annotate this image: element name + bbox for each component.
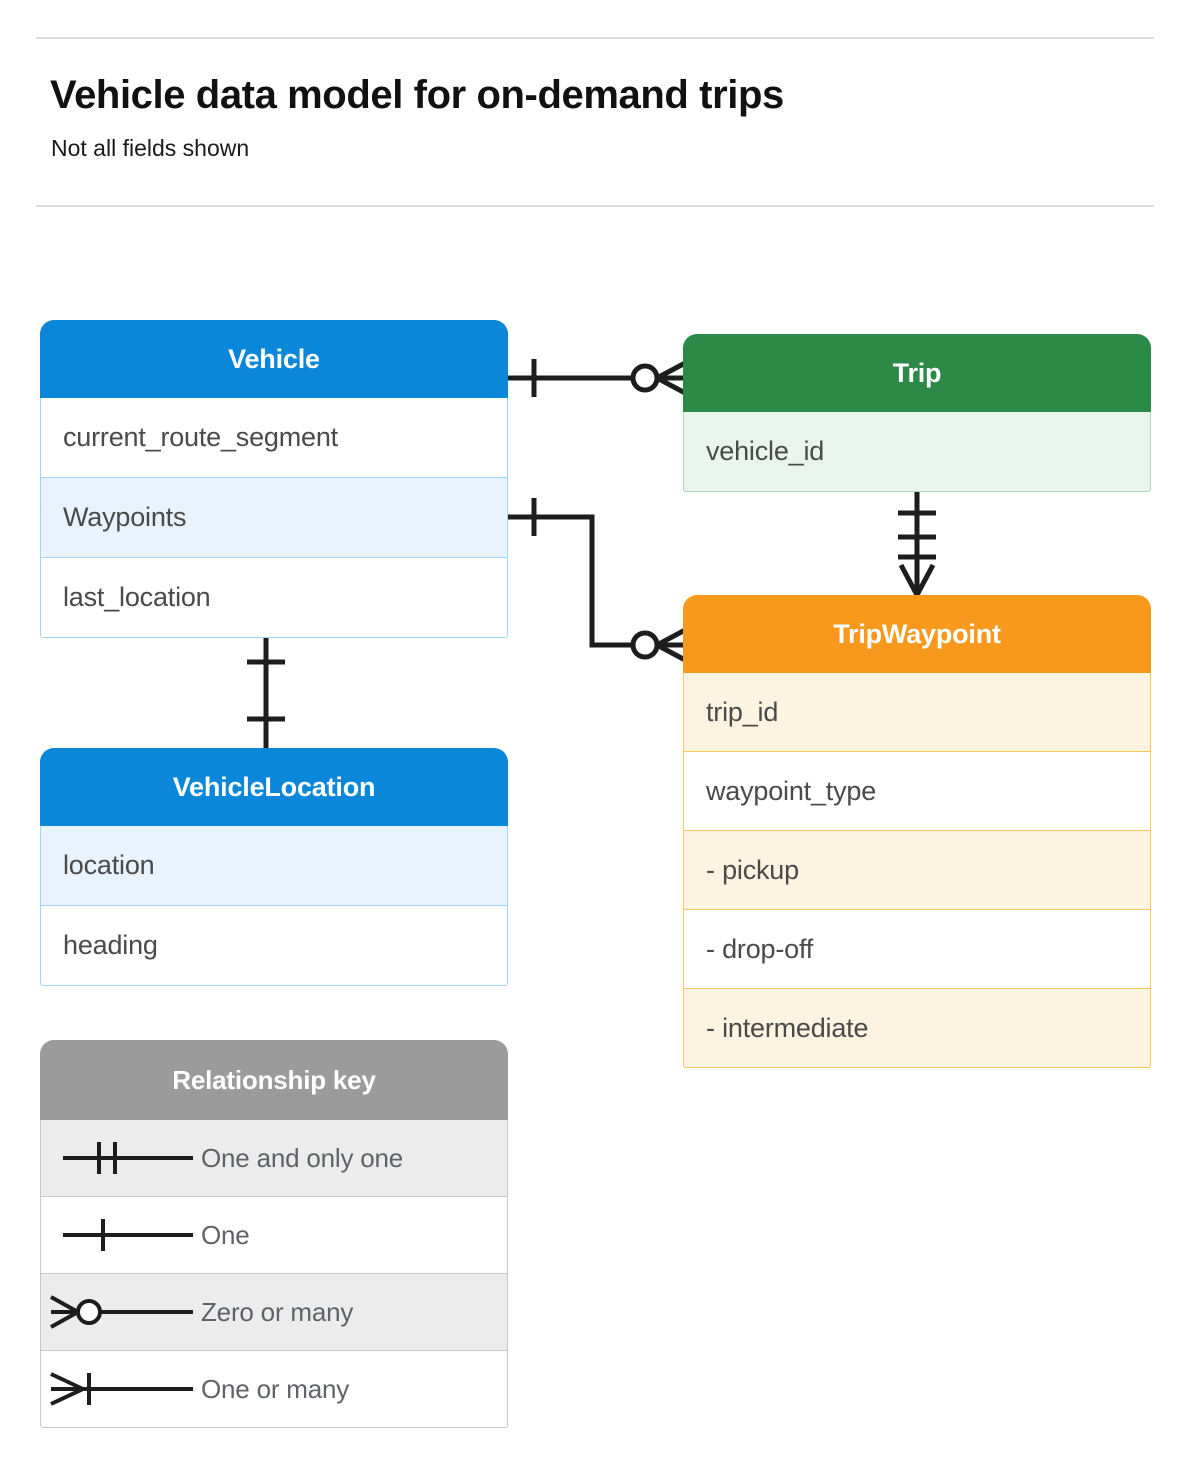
entity-vehiclelocation-field-heading: heading bbox=[40, 906, 508, 986]
one-or-many-icon bbox=[41, 1359, 201, 1419]
legend-row-zero-or-many: Zero or many bbox=[40, 1274, 508, 1351]
legend-row-one-and-only-one: One and only one bbox=[40, 1120, 508, 1197]
header-divider bbox=[36, 205, 1154, 207]
entity-vehicle-field-last-location: last_location bbox=[40, 558, 508, 638]
relationship-key-legend: Relationship key One and only one bbox=[40, 1040, 508, 1428]
entity-tripwaypoint-value-drop-off: - drop-off bbox=[683, 910, 1151, 989]
entity-tripwaypoint-title: TripWaypoint bbox=[683, 595, 1151, 673]
legend-row-one-or-many: One or many bbox=[40, 1351, 508, 1428]
entity-vehicle[interactable]: Vehicle current_route_segment Waypoints … bbox=[40, 320, 508, 638]
entity-vehiclelocation[interactable]: VehicleLocation location heading bbox=[40, 748, 508, 986]
entity-tripwaypoint-field-trip-id: trip_id bbox=[683, 673, 1151, 752]
entity-vehicle-field-waypoints: Waypoints bbox=[40, 478, 508, 558]
one-and-only-one-icon bbox=[41, 1128, 201, 1188]
entity-trip-title: Trip bbox=[683, 334, 1151, 412]
page-title: Vehicle data model for on-demand trips bbox=[50, 73, 784, 117]
legend-row-one: One bbox=[40, 1197, 508, 1274]
legend-label-one-and-only-one: One and only one bbox=[201, 1142, 404, 1173]
page-subtitle: Not all fields shown bbox=[51, 135, 250, 161]
entity-vehicle-title: Vehicle bbox=[40, 320, 508, 398]
entity-trip[interactable]: Trip vehicle_id bbox=[683, 334, 1151, 492]
entity-vehiclelocation-title: VehicleLocation bbox=[40, 748, 508, 826]
entity-vehicle-field-current-route-segment: current_route_segment bbox=[40, 398, 508, 478]
entity-tripwaypoint-value-intermediate: - intermediate bbox=[683, 989, 1151, 1068]
entity-tripwaypoint-value-pickup: - pickup bbox=[683, 831, 1151, 910]
entity-tripwaypoint[interactable]: TripWaypoint trip_id waypoint_type - pic… bbox=[683, 595, 1151, 1068]
legend-label-zero-or-many: Zero or many bbox=[201, 1296, 354, 1327]
one-icon bbox=[41, 1205, 201, 1265]
entity-tripwaypoint-field-waypoint-type: waypoint_type bbox=[683, 752, 1151, 831]
entity-vehiclelocation-field-location: location bbox=[40, 826, 508, 906]
relationship-key-title: Relationship key bbox=[40, 1040, 508, 1120]
zero-or-many-icon bbox=[41, 1282, 201, 1342]
entity-trip-field-vehicle-id: vehicle_id bbox=[683, 412, 1151, 492]
legend-label-one-or-many: One or many bbox=[201, 1373, 350, 1404]
top-divider bbox=[36, 37, 1154, 39]
legend-label-one: One bbox=[201, 1219, 250, 1250]
